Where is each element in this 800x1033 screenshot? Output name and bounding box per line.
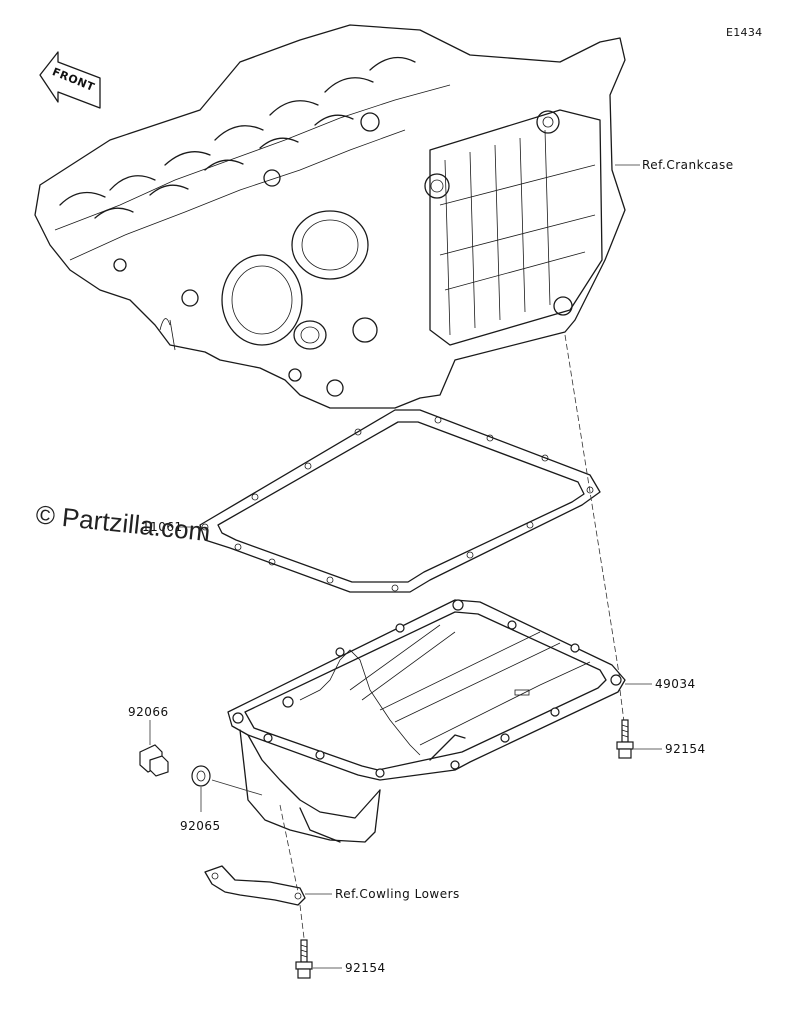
alignment-line-right xyxy=(564,334,621,681)
bolt-right-label: 92154 xyxy=(665,742,706,756)
alignment-line-bracket xyxy=(279,804,299,893)
front-label: FRONT xyxy=(50,65,96,94)
crankcase-label: Ref.Crankcase xyxy=(642,158,734,172)
cowling-bracket xyxy=(204,865,306,906)
washer-label: 92065 xyxy=(180,819,221,833)
gasket-label: 11061 xyxy=(142,520,183,534)
diagram-code: E1434 xyxy=(726,26,762,39)
drain-plug xyxy=(139,744,169,777)
alignment-line-bolt-bottom xyxy=(299,904,305,939)
crankcase xyxy=(34,24,626,409)
bolt-bottom xyxy=(295,939,313,979)
bolt-bottom-label: 92154 xyxy=(345,961,386,975)
watermark: © Partzilla.com xyxy=(34,499,211,547)
front-arrow-icon: FRONT xyxy=(39,51,101,109)
bolt-right xyxy=(616,719,634,759)
alignment-line-bolt xyxy=(619,689,626,731)
washer xyxy=(191,765,211,787)
oil-pan-label: 49034 xyxy=(655,677,696,691)
oil-pan xyxy=(227,599,626,843)
washer-to-pan-leader xyxy=(211,779,263,796)
oil-pan-gasket xyxy=(199,409,601,593)
drain-plug-label: 92066 xyxy=(128,705,169,719)
cowling-label: Ref.Cowling Lowers xyxy=(335,887,460,901)
